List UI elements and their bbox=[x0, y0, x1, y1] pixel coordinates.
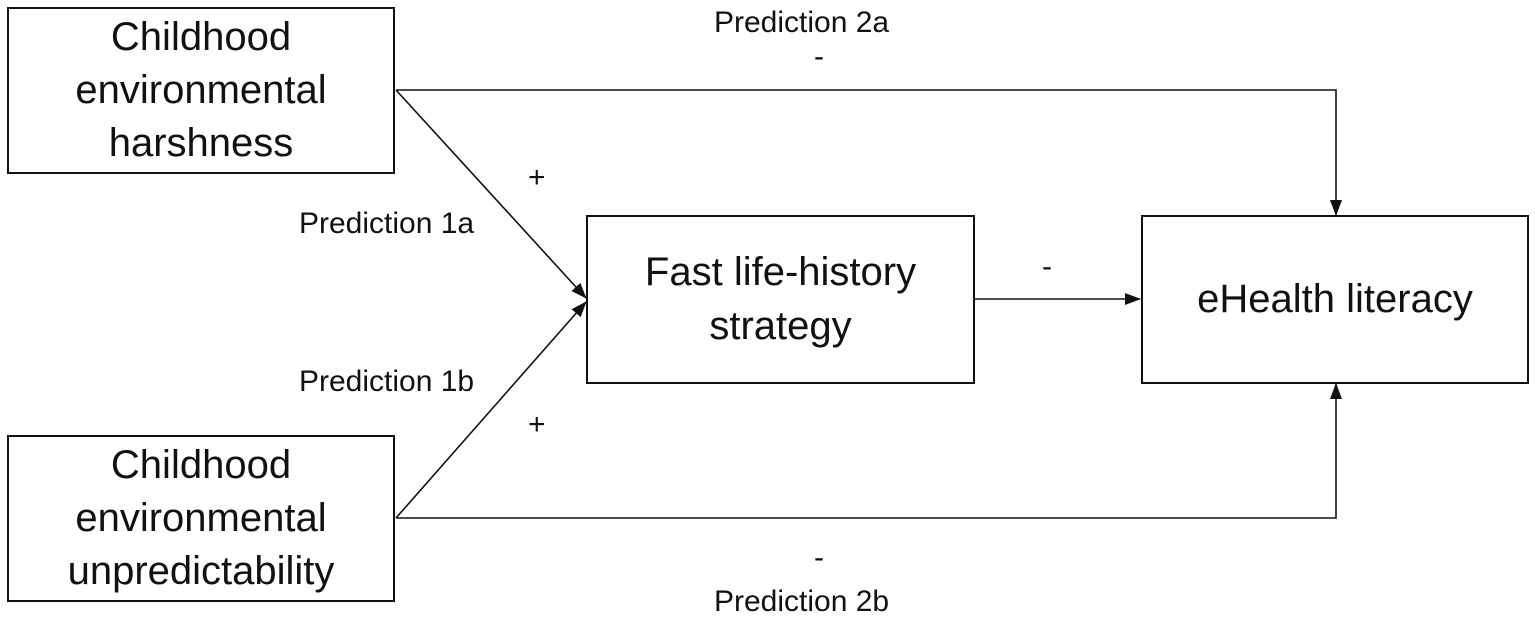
edge-harshness-to-fast-lh bbox=[395, 89, 587, 299]
sign-prediction-1b: + bbox=[528, 408, 546, 441]
edge-unpredictability-to-fast-lh bbox=[395, 301, 587, 519]
sign-prediction-2b: - bbox=[814, 541, 824, 574]
label-prediction-1b: Prediction 1b bbox=[299, 365, 475, 398]
node-line: environmental bbox=[75, 67, 327, 112]
node-line: unpredictability bbox=[67, 549, 335, 594]
node-line: environmental bbox=[75, 495, 327, 540]
node-childhood-unpredictability: Childhood environmental unpredictability bbox=[7, 435, 395, 602]
node-line: Childhood bbox=[110, 442, 292, 487]
node-line: harshness bbox=[108, 121, 294, 166]
node-fast-life-history-strategy: Fast life-history strategy bbox=[586, 215, 975, 384]
node-ehealth-literacy: eHealth literacy bbox=[1141, 215, 1529, 384]
node-line: eHealth literacy bbox=[1197, 276, 1473, 321]
node-childhood-harshness: Childhood environmental harshness bbox=[7, 7, 395, 174]
label-prediction-2b: Prediction 2b bbox=[714, 585, 890, 618]
edge-unpredictability-to-ehealth bbox=[396, 383, 1342, 519]
sign-prediction-1a: + bbox=[528, 161, 546, 194]
label-prediction-1a: Prediction 1a bbox=[299, 207, 475, 240]
label-prediction-2a: Prediction 2a bbox=[714, 6, 890, 39]
edge-harshness-to-ehealth bbox=[396, 89, 1342, 216]
node-line: strategy bbox=[709, 303, 852, 348]
sign-prediction-2a: - bbox=[814, 40, 824, 73]
node-line: Childhood bbox=[110, 14, 292, 59]
node-line: Fast life-history bbox=[644, 250, 917, 295]
sign-fast-to-ehealth: - bbox=[1042, 250, 1052, 283]
